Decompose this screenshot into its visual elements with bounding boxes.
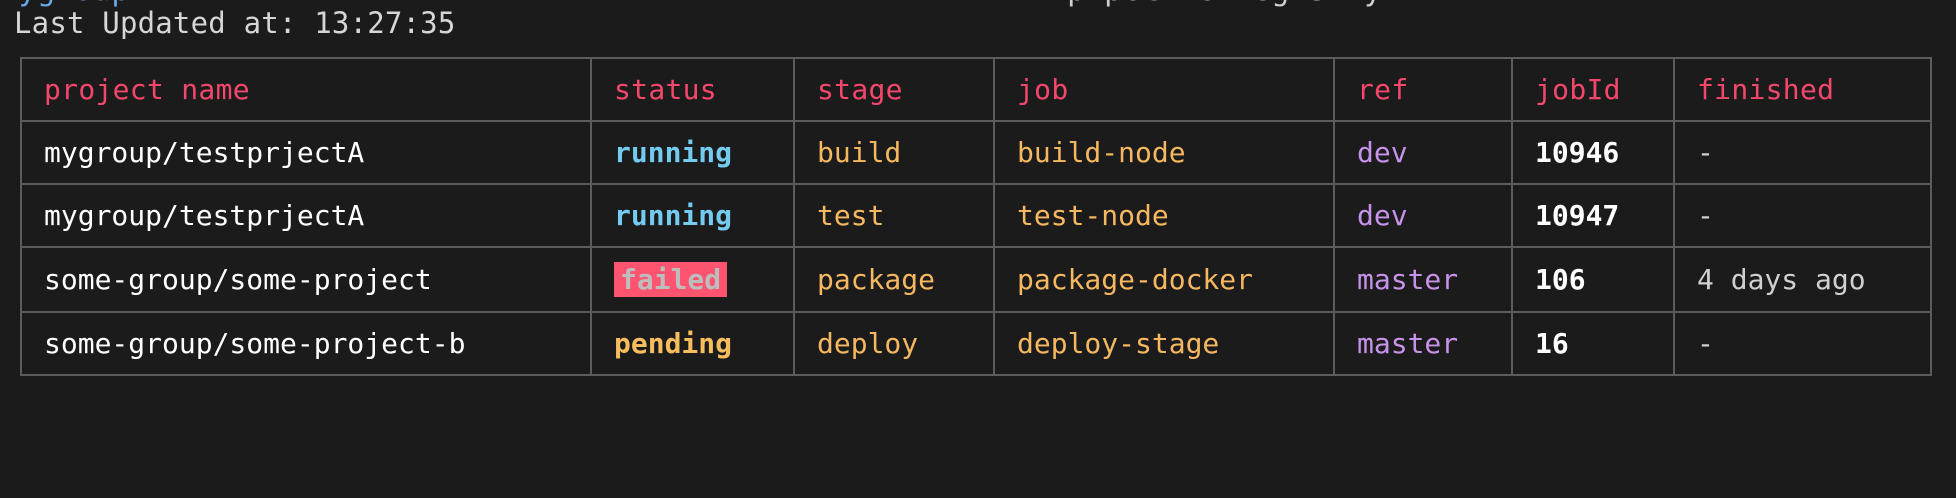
cell-status-failed-value: failed <box>614 262 728 298</box>
cell-status-failed: failed <box>590 245 795 314</box>
last-updated-status: Last Updated at: 13:27:35 <box>14 6 456 40</box>
cell-finished: - <box>1673 183 1932 248</box>
cell-stage: test <box>793 183 995 248</box>
cell-job: test-node <box>993 183 1335 248</box>
column-header-job[interactable]: job <box>993 57 1335 122</box>
clipped-right-text: pipeline registry <box>1067 0 1383 8</box>
column-header-ref[interactable]: ref <box>1333 57 1513 122</box>
cell-finished: - <box>1673 120 1932 185</box>
table-header: project name status stage job ref jobId … <box>20 57 1932 122</box>
cell-jobid: 106 <box>1511 245 1675 314</box>
cell-stage: package <box>793 245 995 314</box>
cell-status-running: running <box>590 183 795 248</box>
cell-ref: dev <box>1333 120 1513 185</box>
cell-project-name: some-group/some-project <box>20 245 592 314</box>
cell-ref: dev <box>1333 183 1513 248</box>
cell-stage: build <box>793 120 995 185</box>
cell-jobid: 16 <box>1511 311 1675 377</box>
jobs-table-container: project name status stage job ref jobId … <box>20 57 1932 377</box>
column-header-project-name[interactable]: project name <box>20 57 592 122</box>
cell-stage: deploy <box>793 311 995 377</box>
cell-ref: master <box>1333 245 1513 314</box>
clipped-top-line: mygroup pipeline registry <box>0 0 1956 9</box>
cell-job: deploy-stage <box>993 311 1335 377</box>
column-header-stage[interactable]: stage <box>793 57 995 122</box>
column-header-jobid[interactable]: jobId <box>1511 57 1675 122</box>
cell-project-name: some-group/some-project-b <box>20 311 592 377</box>
cell-project-name: mygroup/testprjectA <box>20 120 592 185</box>
cell-status-pending: pending <box>590 311 795 377</box>
cell-finished: - <box>1673 311 1932 377</box>
cell-status-running: running <box>590 120 795 185</box>
cell-job: package-docker <box>993 245 1335 314</box>
cell-jobid: 10947 <box>1511 183 1675 248</box>
cell-status-pending-value: pending <box>614 327 733 361</box>
table-header-row: project name status stage job ref jobId … <box>20 57 1932 122</box>
cell-status-running-value: running <box>614 199 733 232</box>
clipped-left-text: mygroup <box>0 0 130 8</box>
jobs-table: project name status stage job ref jobId … <box>20 57 1932 377</box>
cell-jobid: 10946 <box>1511 120 1675 185</box>
cell-status-running-value: running <box>614 136 733 169</box>
column-header-finished[interactable]: finished <box>1673 57 1932 122</box>
column-header-status[interactable]: status <box>590 57 795 122</box>
cell-ref: master <box>1333 311 1513 377</box>
cell-finished: 4 days ago <box>1673 245 1932 314</box>
cell-project-name: mygroup/testprjectA <box>20 183 592 248</box>
cell-job: build-node <box>993 120 1335 185</box>
